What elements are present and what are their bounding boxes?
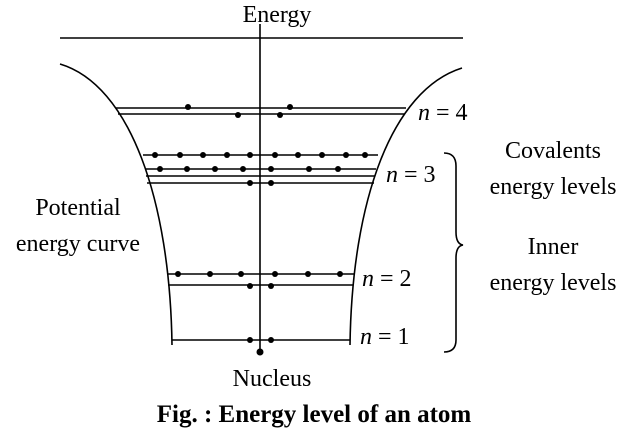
level-n-symbol: n	[362, 266, 374, 292]
electron-dot	[277, 112, 283, 118]
level-n-value: = 4	[436, 100, 468, 126]
inner-label-line2: energy levels	[490, 270, 617, 296]
electron-dot	[362, 152, 368, 158]
level-n-symbol: n	[386, 162, 398, 188]
electron-dot	[247, 283, 253, 289]
electron-dot	[305, 271, 311, 277]
level-n-symbol: n	[418, 100, 430, 126]
electron-dot	[343, 152, 349, 158]
electron-dot	[268, 180, 274, 186]
electron-dot	[306, 166, 312, 172]
electron-dot	[268, 337, 274, 343]
potential-curve-left	[59, 63, 173, 346]
electron-dot	[212, 166, 218, 172]
covalent-label-line1: Covalents	[505, 138, 601, 164]
electron-dot	[272, 271, 278, 277]
level-label-n4: n= 4	[418, 100, 468, 126]
electron-dot	[157, 166, 163, 172]
electron-dot	[224, 152, 230, 158]
electron-dot	[268, 283, 274, 289]
electron-dot	[272, 152, 278, 158]
electron-dot	[184, 166, 190, 172]
electron-dot	[152, 152, 158, 158]
electron-dot	[337, 271, 343, 277]
covalent-label-line2: energy levels	[490, 174, 617, 200]
potential-curve-label-line2: energy curve	[16, 231, 140, 257]
level-label-n1: n= 1	[360, 324, 410, 350]
level-n-value: = 1	[378, 324, 410, 350]
electron-dot	[319, 152, 325, 158]
electron-dot	[235, 112, 241, 118]
electron-dot	[247, 152, 253, 158]
potential-curve-label-line1: Potential	[35, 195, 121, 221]
electron-dot	[268, 166, 274, 172]
level-label-n3: n= 3	[386, 162, 436, 188]
electron-dot	[200, 152, 206, 158]
electron-dot	[185, 104, 191, 110]
energy-axis-label: Energy	[243, 2, 312, 28]
electron-dot	[247, 180, 253, 186]
electron-dot	[175, 271, 181, 277]
levels-brace	[443, 152, 464, 353]
electron-dot	[177, 152, 183, 158]
electron-dot	[335, 166, 341, 172]
electron-dot	[287, 104, 293, 110]
electron-dot	[247, 337, 253, 343]
nucleus-dot	[256, 348, 264, 356]
electron-dot	[238, 271, 244, 277]
nucleus-label: Nucleus	[233, 366, 312, 392]
inner-label-line1: Inner	[528, 234, 579, 260]
level-label-n2: n= 2	[362, 266, 412, 292]
electron-dot	[240, 166, 246, 172]
level-n-value: = 3	[404, 162, 436, 188]
level-n-value: = 2	[380, 266, 412, 292]
electrons	[152, 104, 368, 356]
level-n-symbol: n	[360, 324, 372, 350]
electron-dot	[207, 271, 213, 277]
potential-curve-right	[349, 67, 463, 346]
figure-caption: Fig. : Energy level of an atom	[157, 401, 472, 428]
electron-dot	[295, 152, 301, 158]
